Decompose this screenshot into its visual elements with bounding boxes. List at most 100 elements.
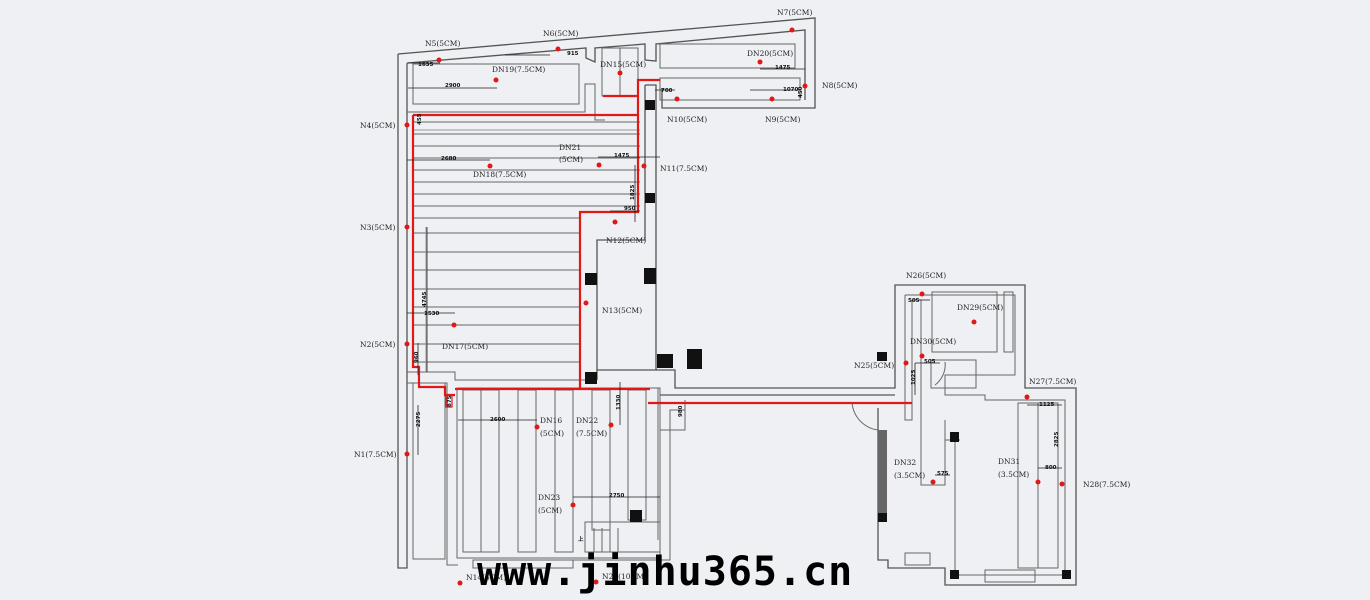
watermark: www.jinhu365.cn [477,549,853,595]
dim-1475b: 1475 [614,153,629,159]
point-n11 [641,163,647,169]
label-n13: N13(5CM) [602,306,642,315]
point-n8 [802,83,808,89]
label-n24: N24(10CM) [602,572,647,581]
label-n4: N4(5CM) [360,121,395,130]
point-n14 [457,580,463,586]
outer-wall-top-inner [406,29,806,100]
label-dn23-sub: (5CM) [538,506,562,515]
node-labels: N1(7.5CM) N2(5CM) N3(5CM) N4(5CM) N5(5CM… [354,8,1130,582]
room-dn20-lower [659,77,801,101]
room-dn20-upper [659,43,796,69]
point-dn15 [617,70,623,76]
label-dn22: DN22 [576,416,598,425]
room-dn19 [412,63,580,105]
point-n13 [583,300,589,306]
point-dn32 [930,479,936,485]
label-dn17: DN17(5CM) [442,342,488,351]
point-dn18 [487,163,493,169]
label-dn31: DN31 [998,457,1020,466]
hatched-wall [878,430,887,522]
label-n25: N25(5CM) [854,361,894,370]
label-dn18: DN18(7.5CM) [473,170,526,179]
dim-950: 950 [624,206,636,212]
label-n10: N10(5CM) [667,115,707,124]
point-n4 [404,122,410,128]
point-n9 [769,96,775,102]
label-n9: N9(5CM) [765,115,800,124]
dim-1070: 1070 [783,87,798,93]
label-dn21-sub: (5CM) [559,155,583,164]
point-n25 [903,360,909,366]
dim-980: 980 [678,405,684,417]
dim-4745: 4745 [422,292,428,307]
dim-1475a: 1475 [775,65,790,71]
label-n1: N1(7.5CM) [354,450,397,459]
point-dn30 [919,353,925,359]
label-dn32: DN32 [894,458,916,467]
point-dn29 [971,319,977,325]
label-dn31-sub: (3.5CM) [998,470,1029,479]
point-dn21 [596,162,602,168]
outer-wall-top [397,17,816,109]
label-dn29: DN29(5CM) [957,303,1003,312]
floor-lines-lower [462,389,647,553]
point-n6 [555,46,561,52]
dim-1825: 1825 [630,185,636,200]
dim-915: 915 [567,51,579,57]
label-dn32-sub: (3.5CM) [894,471,925,480]
dim-505b: 505 [924,359,936,365]
point-n1 [404,451,410,457]
dim-1635: 1635 [418,62,433,68]
point-dn17 [451,322,457,328]
door-arc [934,361,946,386]
stairs [584,521,661,553]
dim-450: 450 [798,86,804,98]
label-dn16-sub: (5CM) [540,429,564,438]
label-n28: N28(7.5CM) [1083,480,1130,489]
label-dn15: DN15(5CM) [600,60,646,69]
dim-960: 960 [414,351,420,363]
door-arc [851,401,879,431]
drainage-pipes [411,78,912,408]
outer-wall-left [397,54,408,569]
dim-455: 455 [417,113,423,125]
label-n8: N8(5CM) [822,81,857,90]
dim-1125: 1125 [1039,402,1054,408]
point-n28 [1059,481,1065,487]
dim-1530: 1530 [424,311,439,317]
point-n27 [1024,394,1030,400]
label-n7: N7(5CM) [777,8,812,17]
label-n26: N26(5CM) [906,271,946,280]
label-n5: N5(5CM) [425,39,460,48]
stair-label: 上 [578,535,584,543]
point-n10 [674,96,680,102]
label-n11: N11(7.5CM) [660,164,707,173]
floor-lines-upper [413,121,640,363]
label-n6: N6(5CM) [543,29,578,38]
dimension-lines [407,54,1062,498]
label-dn16: DN16 [540,416,562,425]
label-dn22-sub: (7.5CM) [576,429,607,438]
point-dn23 [570,502,576,508]
label-n2: N2(5CM) [360,340,395,349]
columns [585,100,1071,579]
point-dn20 [757,59,763,65]
label-dn19: DN19(7.5CM) [492,65,545,74]
dim-2825: 2825 [1054,432,1060,447]
label-n12: N12(5CM) [606,236,646,245]
point-dn22 [608,422,614,428]
label-dn20: DN20(5CM) [747,49,793,58]
point-n7 [789,27,795,33]
dim-2900: 2900 [445,83,460,89]
dim-700: 700 [661,88,673,94]
room-dn29 [931,291,998,353]
point-dn19 [493,77,499,83]
point-n12 [612,219,618,225]
room-n1 [412,382,446,560]
point-n3 [404,224,410,230]
dimension-labels: 1635 915 2900 1475 700 1070 450 455 2680… [414,51,1060,543]
dim-800: 800 [1045,465,1057,471]
dim-505a: 505 [908,298,920,304]
